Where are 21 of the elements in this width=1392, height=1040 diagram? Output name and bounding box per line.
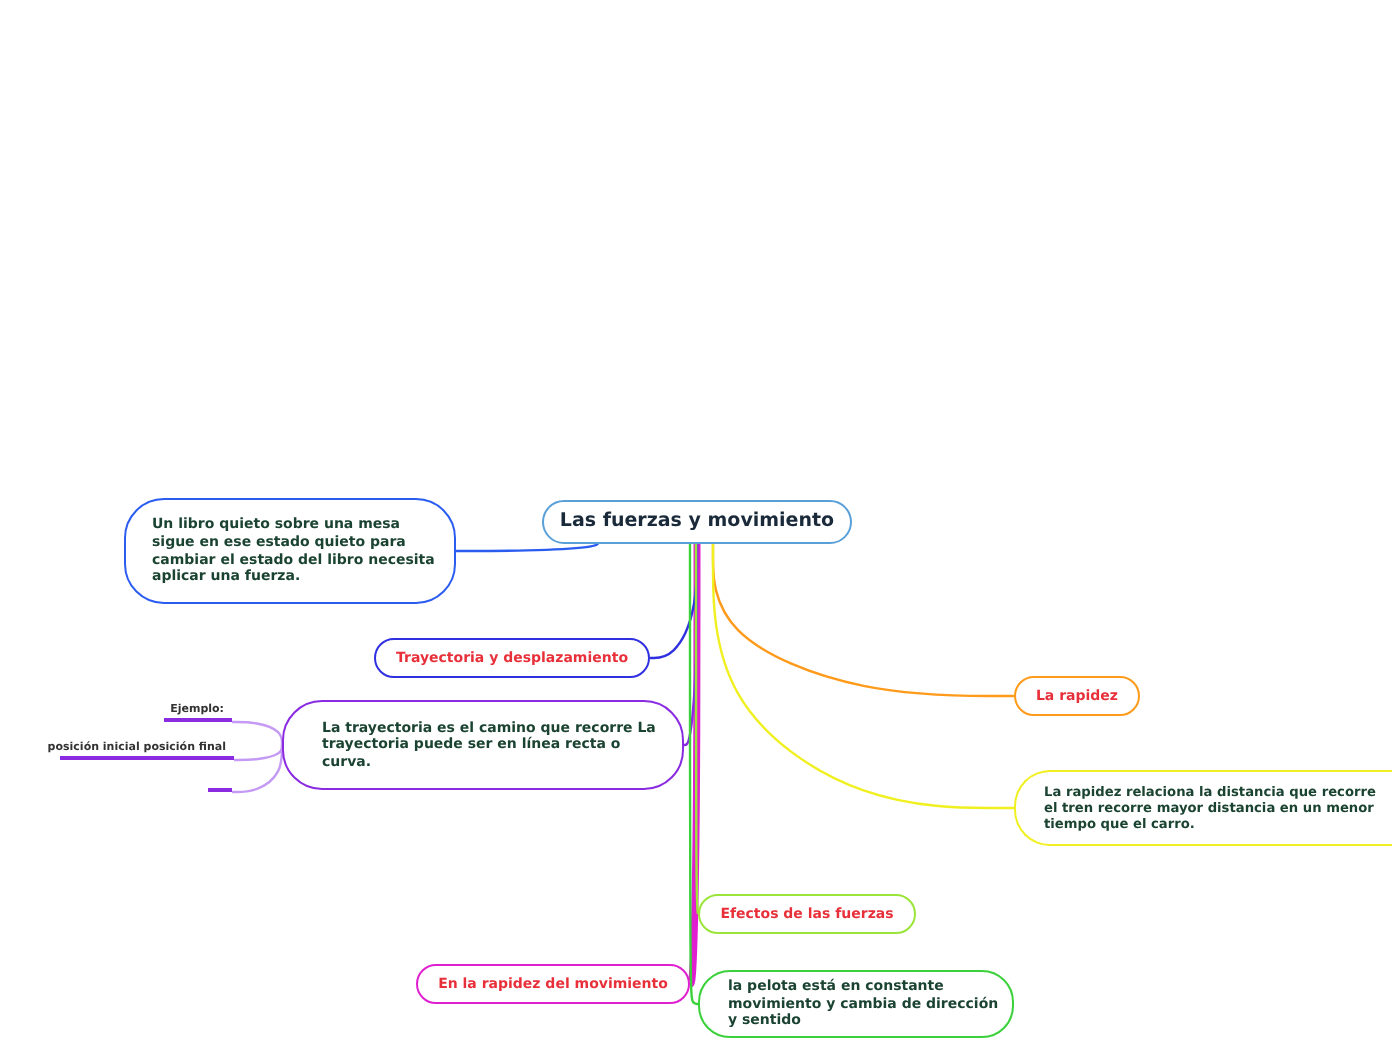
topic-bubble xyxy=(1014,676,1140,716)
topic-bubble xyxy=(698,970,1014,1038)
connector-line xyxy=(686,544,701,988)
branch-line xyxy=(208,788,232,792)
topic-bubble xyxy=(374,638,650,678)
central-topic xyxy=(542,500,852,544)
topic-bubble xyxy=(698,894,916,934)
connector-line xyxy=(456,541,600,553)
connector-line xyxy=(688,544,699,1006)
connector-line xyxy=(694,544,700,916)
connector-line xyxy=(683,544,699,747)
connector-line xyxy=(234,744,284,762)
branch-label xyxy=(164,700,232,722)
connector-line xyxy=(232,720,284,745)
topic-bubble xyxy=(282,700,684,790)
connector-line xyxy=(711,544,1014,810)
topic-bubble xyxy=(1014,770,1392,846)
topic-text: Las fuerzas y movimiento xyxy=(559,510,835,534)
topic-bubble xyxy=(416,964,690,1004)
connector-line xyxy=(232,745,284,794)
topic-bubble xyxy=(124,498,456,604)
